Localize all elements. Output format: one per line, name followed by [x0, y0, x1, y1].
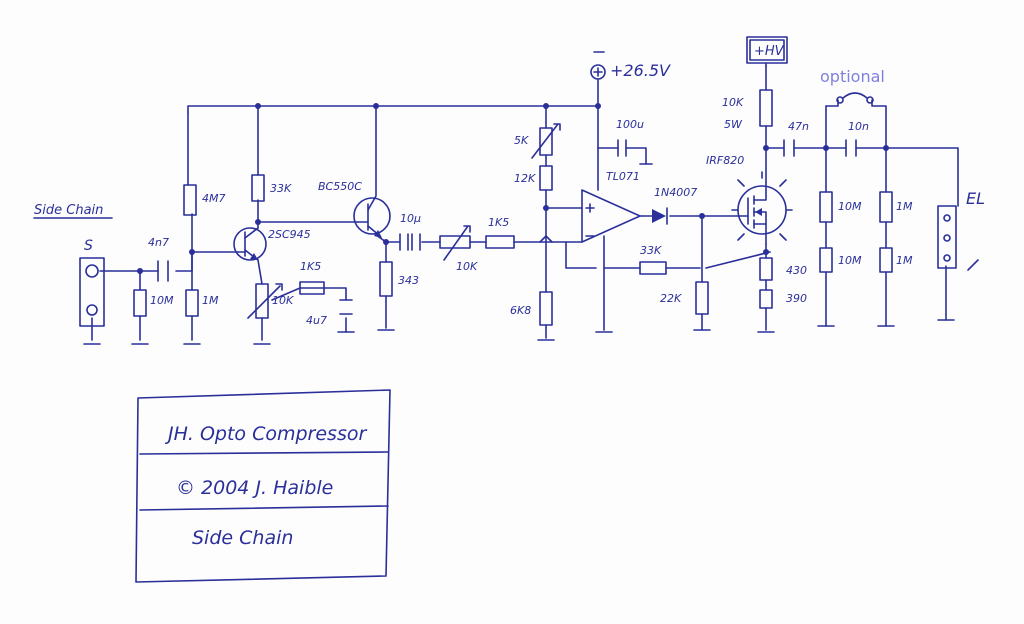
label-opamp: TL071: [606, 170, 640, 183]
label-r-1k5-b: 1K5: [488, 216, 509, 229]
label-el: EL: [966, 189, 985, 208]
label-r-10k-a: 10K: [722, 96, 744, 109]
ground-symbols: [83, 163, 955, 345]
hv-terminal: [746, 36, 788, 67]
label-pot-5k: 5K: [514, 134, 529, 147]
label-r-4m7: 4M7: [202, 192, 226, 205]
label-hv: +HV: [754, 44, 785, 59]
label-mosfet: IRF820: [706, 154, 744, 167]
wires: [91, 65, 959, 341]
label-c-47n: 47n: [788, 120, 809, 133]
potentiometers: [247, 123, 561, 319]
junction-dots: [137, 103, 889, 274]
resistors: [133, 89, 893, 326]
title-block: JH. Opto Compressor © 2004 J. Haible Sid…: [135, 389, 391, 583]
label-diode: 1N4007: [654, 186, 697, 199]
label-c-100u: 100u: [616, 118, 644, 131]
label-s: S: [84, 238, 93, 254]
el-connector: [937, 205, 979, 271]
title-line-1: JH. Opto Compressor: [164, 423, 367, 445]
label-t-2sc945: 2SC945: [268, 228, 311, 241]
label-r-10m-out-b: 10M: [838, 254, 862, 267]
label-optional: optional: [820, 67, 885, 86]
label-r-430: 430: [786, 264, 807, 277]
component-labels: Side Chain S 4n7 10M 1M 4M7 33K 2SC945 B…: [33, 44, 985, 327]
optional-switch: [836, 92, 874, 104]
label-side-chain: Side Chain: [34, 203, 103, 218]
transistor-bc550c: [353, 195, 391, 238]
label-r-1m-out-a: 1M: [896, 200, 913, 213]
label-pot-10k-e: 10K: [272, 294, 294, 307]
label-r-6k8: 6K8: [510, 304, 531, 317]
opamp-tl071: [581, 189, 641, 243]
label-pot-10k-s: 10K: [456, 260, 478, 273]
label-r-10m-out-a: 10M: [838, 200, 862, 213]
label-r-22k: 22K: [660, 292, 682, 305]
supply-terminal: [590, 51, 606, 80]
label-c-4n7: 4n7: [148, 236, 169, 249]
mosfet-irf820: [731, 171, 793, 245]
label-c-10u: 10µ: [400, 212, 421, 225]
label-c-10n: 10n: [848, 120, 869, 133]
label-r-33k: 33K: [270, 182, 292, 195]
title-line-3: Side Chain: [192, 527, 293, 549]
label-r-12k: 12K: [514, 172, 536, 185]
title-line-2: © 2004 J. Haible: [176, 477, 333, 499]
label-r-10k-b: 5W: [724, 118, 743, 131]
label-r-10m-in: 10M: [150, 294, 174, 307]
diode-1n4007: [652, 207, 668, 225]
label-r-1k5-a: 1K5: [300, 260, 321, 273]
label-supply: +26.5V: [610, 61, 671, 80]
label-c-4u7: 4u7: [306, 314, 327, 327]
label-r-33k-fb: 33K: [640, 244, 662, 257]
transistor-2sc945: [233, 227, 267, 261]
label-r-343: 343: [398, 274, 419, 287]
label-r-1m-out-b: 1M: [896, 254, 913, 267]
label-t-bc550c: BC550C: [318, 180, 362, 193]
capacitors: [157, 139, 857, 315]
input-jack-s: [79, 257, 105, 327]
label-r-1m-in: 1M: [202, 294, 219, 307]
label-r-390: 390: [786, 292, 807, 305]
